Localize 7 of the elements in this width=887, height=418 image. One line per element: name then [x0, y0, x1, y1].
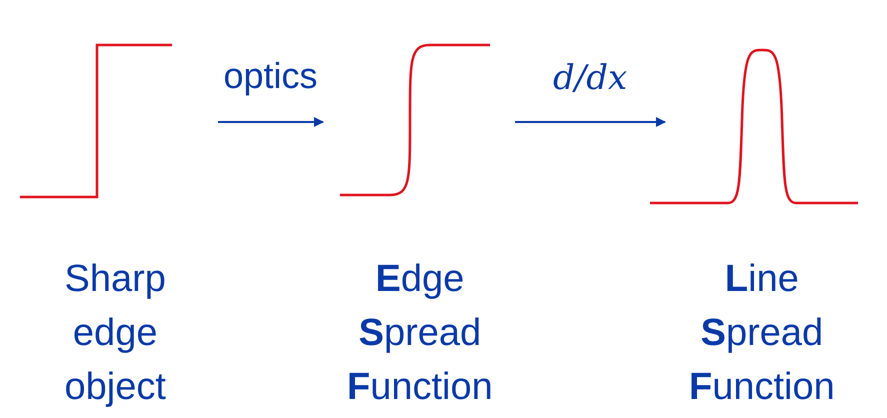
arrow [515, 117, 666, 127]
node-label: Sharp edge object [64, 257, 166, 410]
edge-label: d/dx [553, 58, 628, 98]
arrow [218, 117, 324, 127]
node-label: Line Spread Function [689, 257, 835, 410]
edge-label: optics [224, 55, 318, 97]
node-label: Edge Spread Function [347, 257, 493, 410]
